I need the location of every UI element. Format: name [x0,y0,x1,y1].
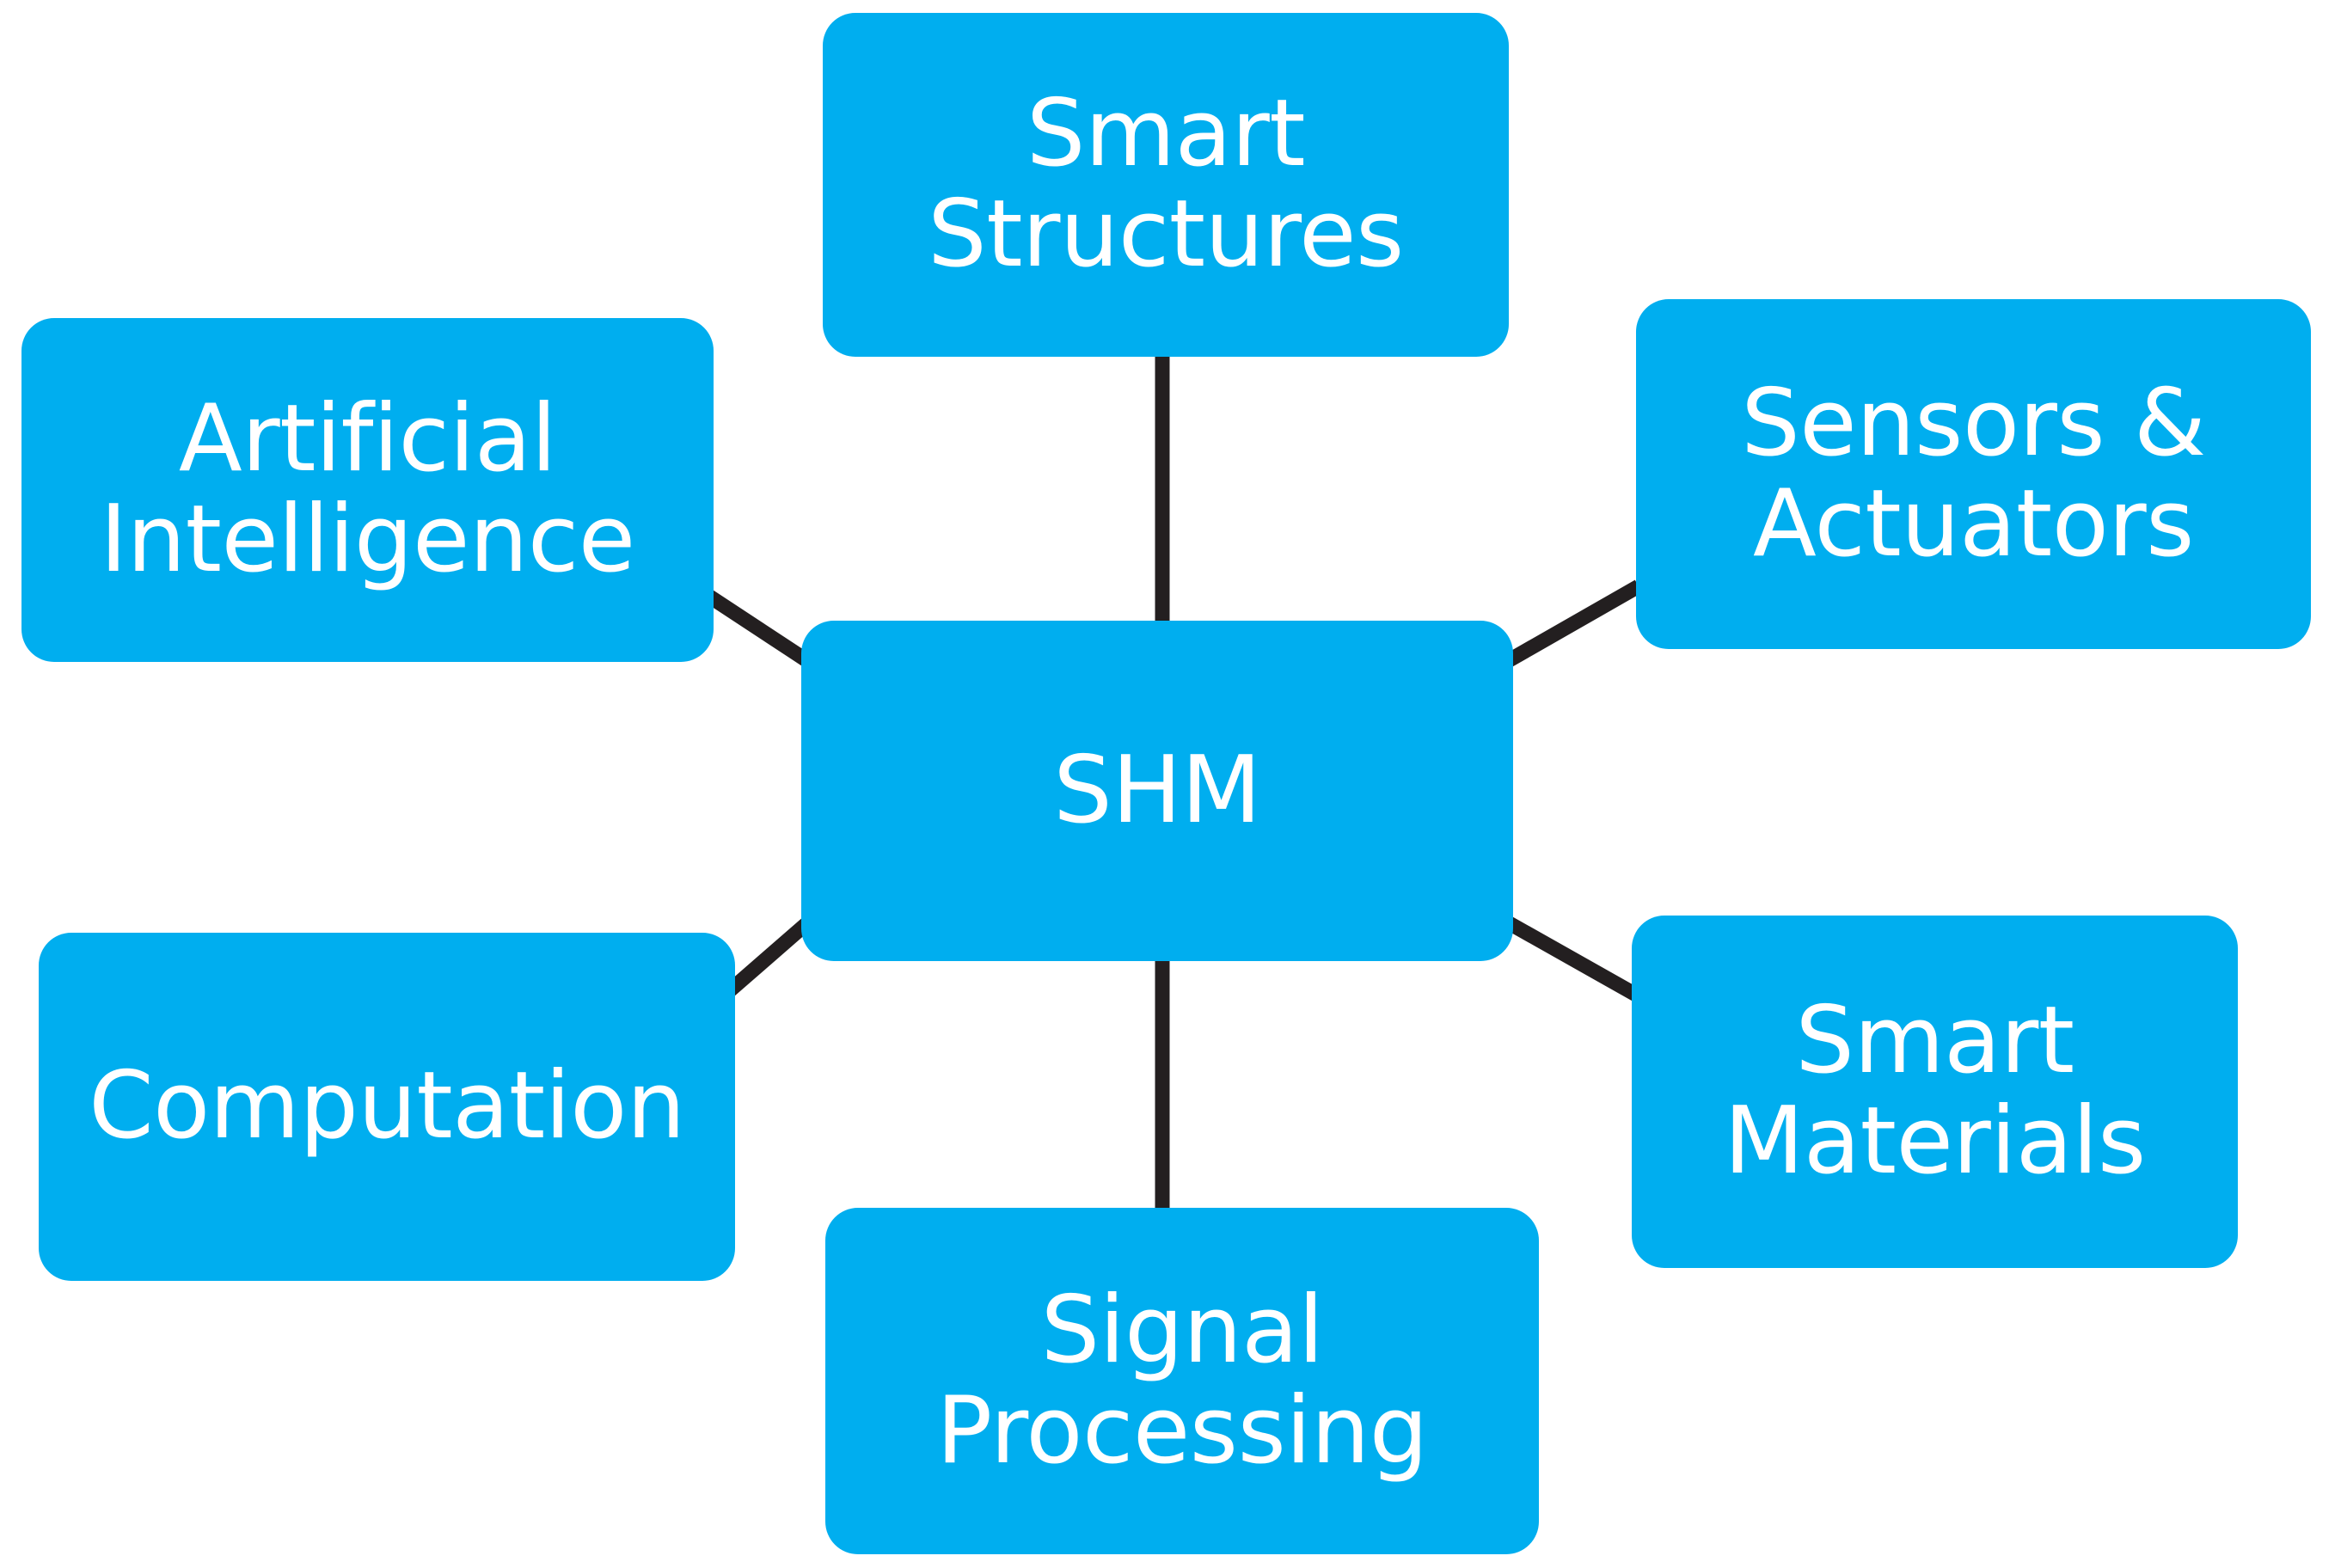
node-computation[interactable]: Computation [39,933,735,1281]
node-artificial-intelligence-label: Artificial Intelligence [100,385,635,593]
node-smart-materials[interactable]: Smart Materials [1632,916,2238,1268]
connector-shm-computation [717,916,814,1003]
node-signal-processing-label: Signal Processing [936,1276,1428,1485]
node-shm-label: SHM [1053,736,1261,844]
node-sensors-actuators-label: Sensors & Actuators [1741,369,2206,578]
node-signal-processing[interactable]: Signal Processing [825,1208,1539,1554]
node-sensors-actuators[interactable]: Sensors & Actuators [1636,299,2311,649]
connector-shm-sensors-actuators [1502,579,1643,669]
node-smart-structures[interactable]: Smart Structures [823,13,1509,357]
node-computation-label: Computation [89,1052,685,1161]
node-shm-center[interactable]: SHM [801,621,1513,961]
node-smart-materials-label: Smart Materials [1724,987,2146,1195]
node-smart-structures-label: Smart Structures [928,80,1404,288]
connector-shm-artificial-intelligence [704,589,813,669]
node-artificial-intelligence[interactable]: Artificial Intelligence [21,318,714,662]
connector-shm-smart-materials [1502,915,1645,1004]
